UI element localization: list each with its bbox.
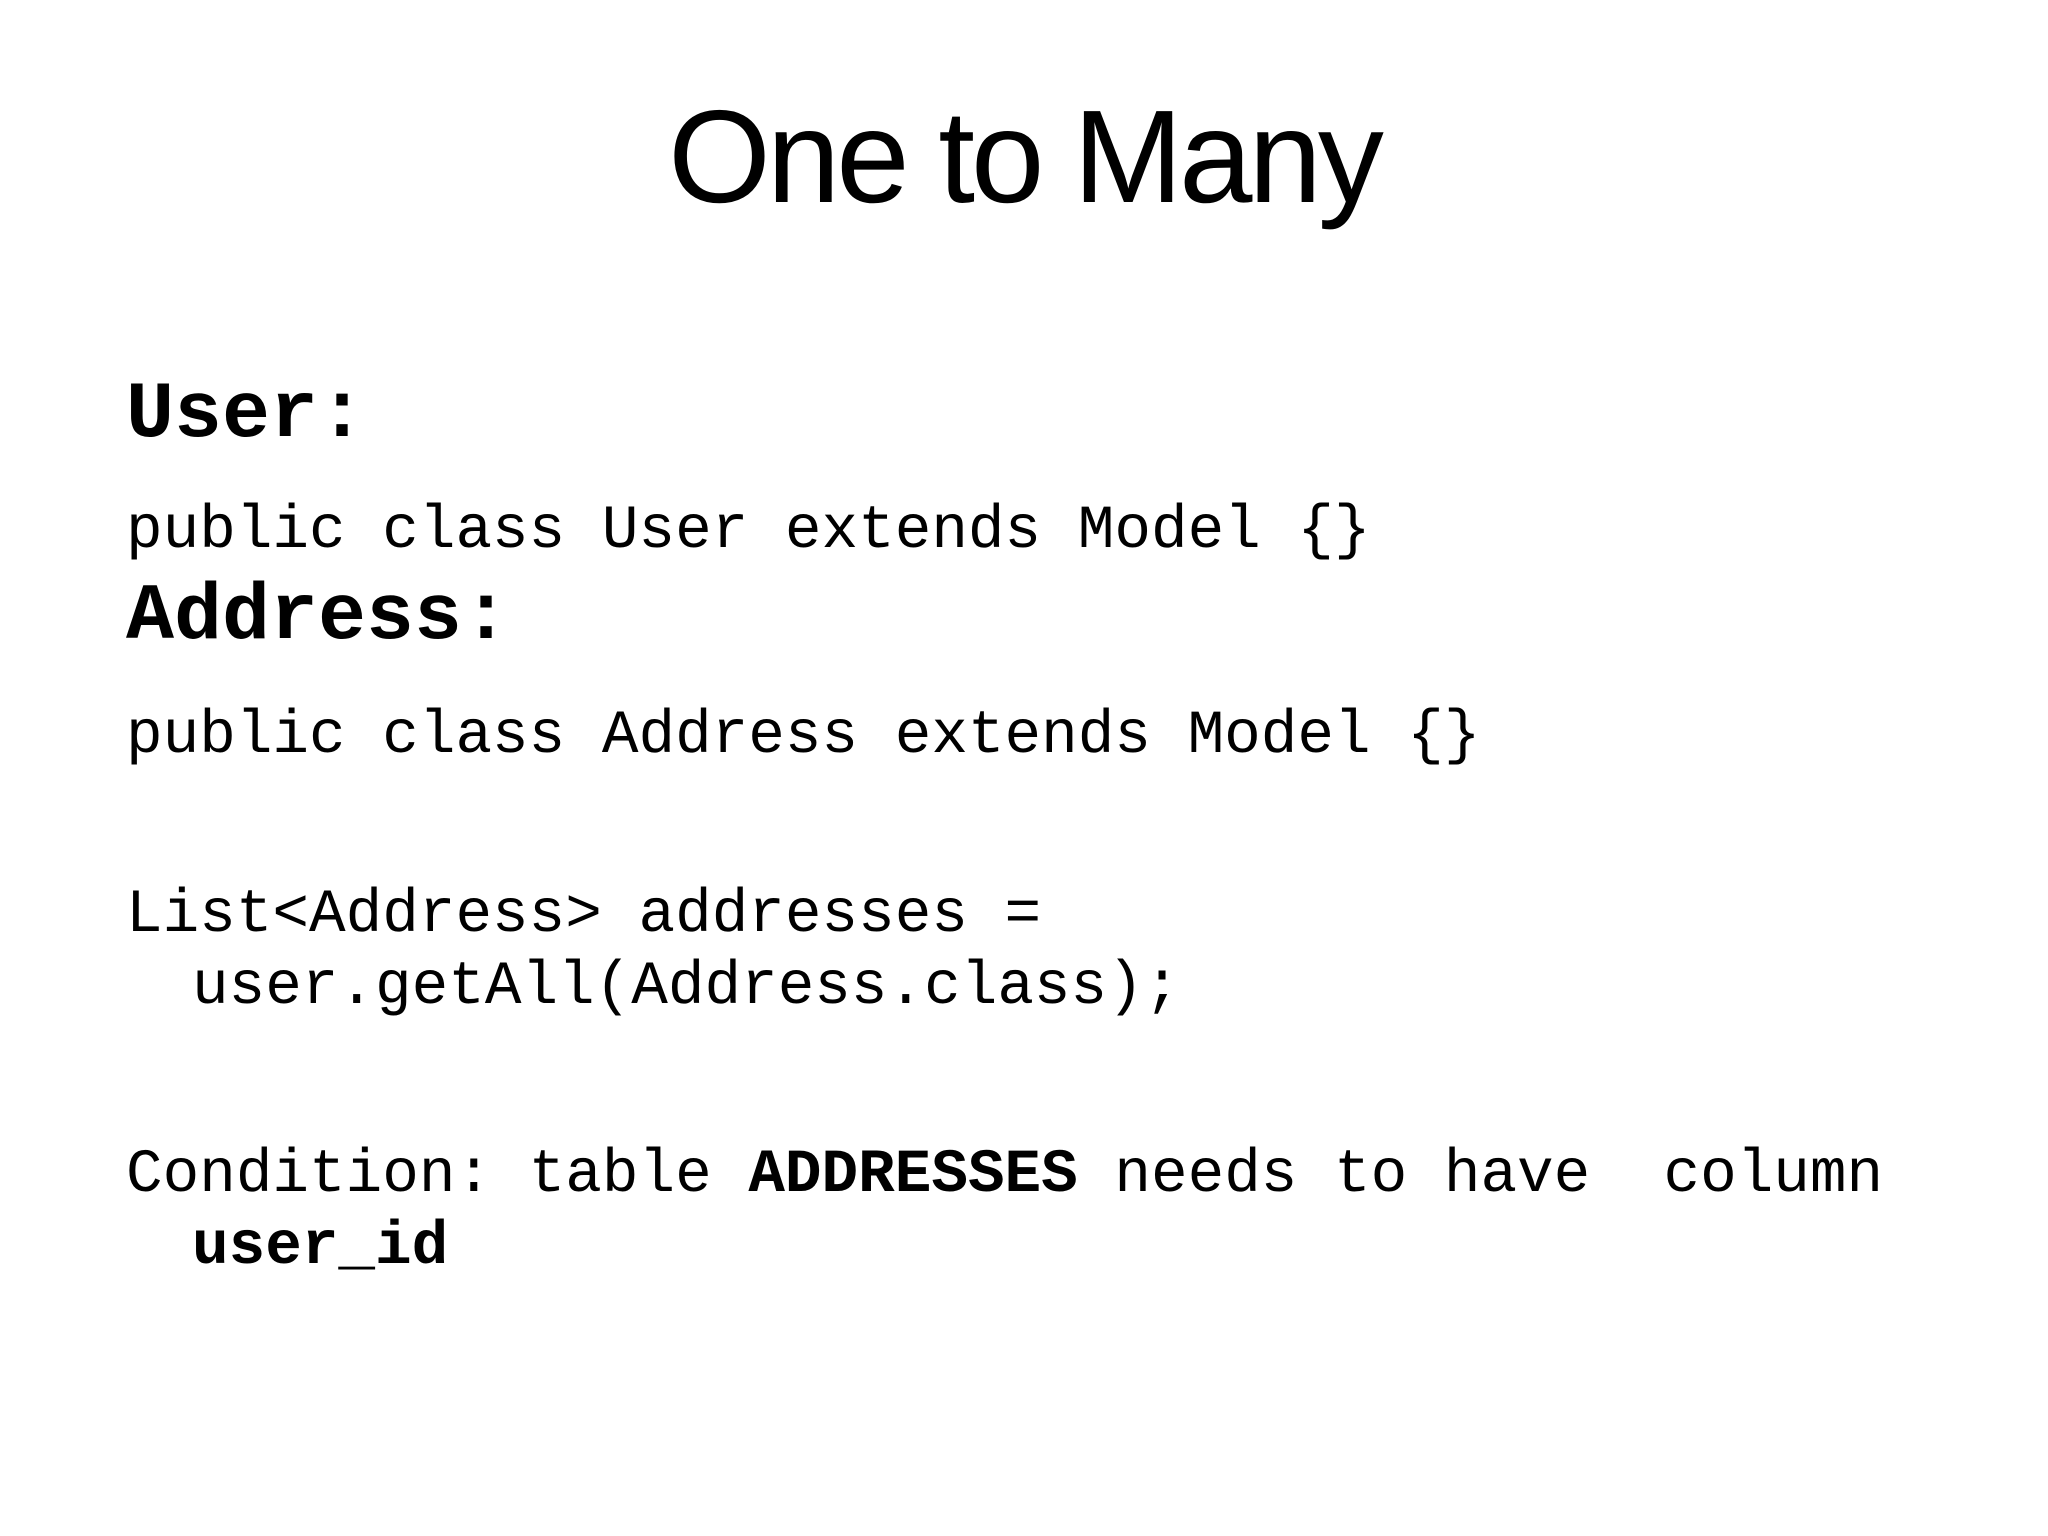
condition-table-name: ADDRESSES (748, 1141, 1078, 1210)
address-code-line: public class Address extends Model {} (126, 702, 1481, 771)
user-heading: User: (126, 370, 367, 461)
user-code-line: public class User extends Model {} (126, 497, 1371, 566)
condition-line: Condition: table ADDRESSES needs to have… (126, 1142, 1883, 1209)
slide-title: One to Many (668, 83, 1384, 230)
list-code-line-2: user.getAll(Address.class); (192, 953, 1181, 1022)
list-code-line-1: List<Address> addresses = (126, 881, 1042, 950)
condition-prefix-text: Condition: table (126, 1141, 749, 1210)
condition-suffix-text: needs to have column (1077, 1141, 1884, 1210)
condition-column-name: user_id (192, 1213, 449, 1282)
address-heading: Address: (126, 572, 511, 663)
